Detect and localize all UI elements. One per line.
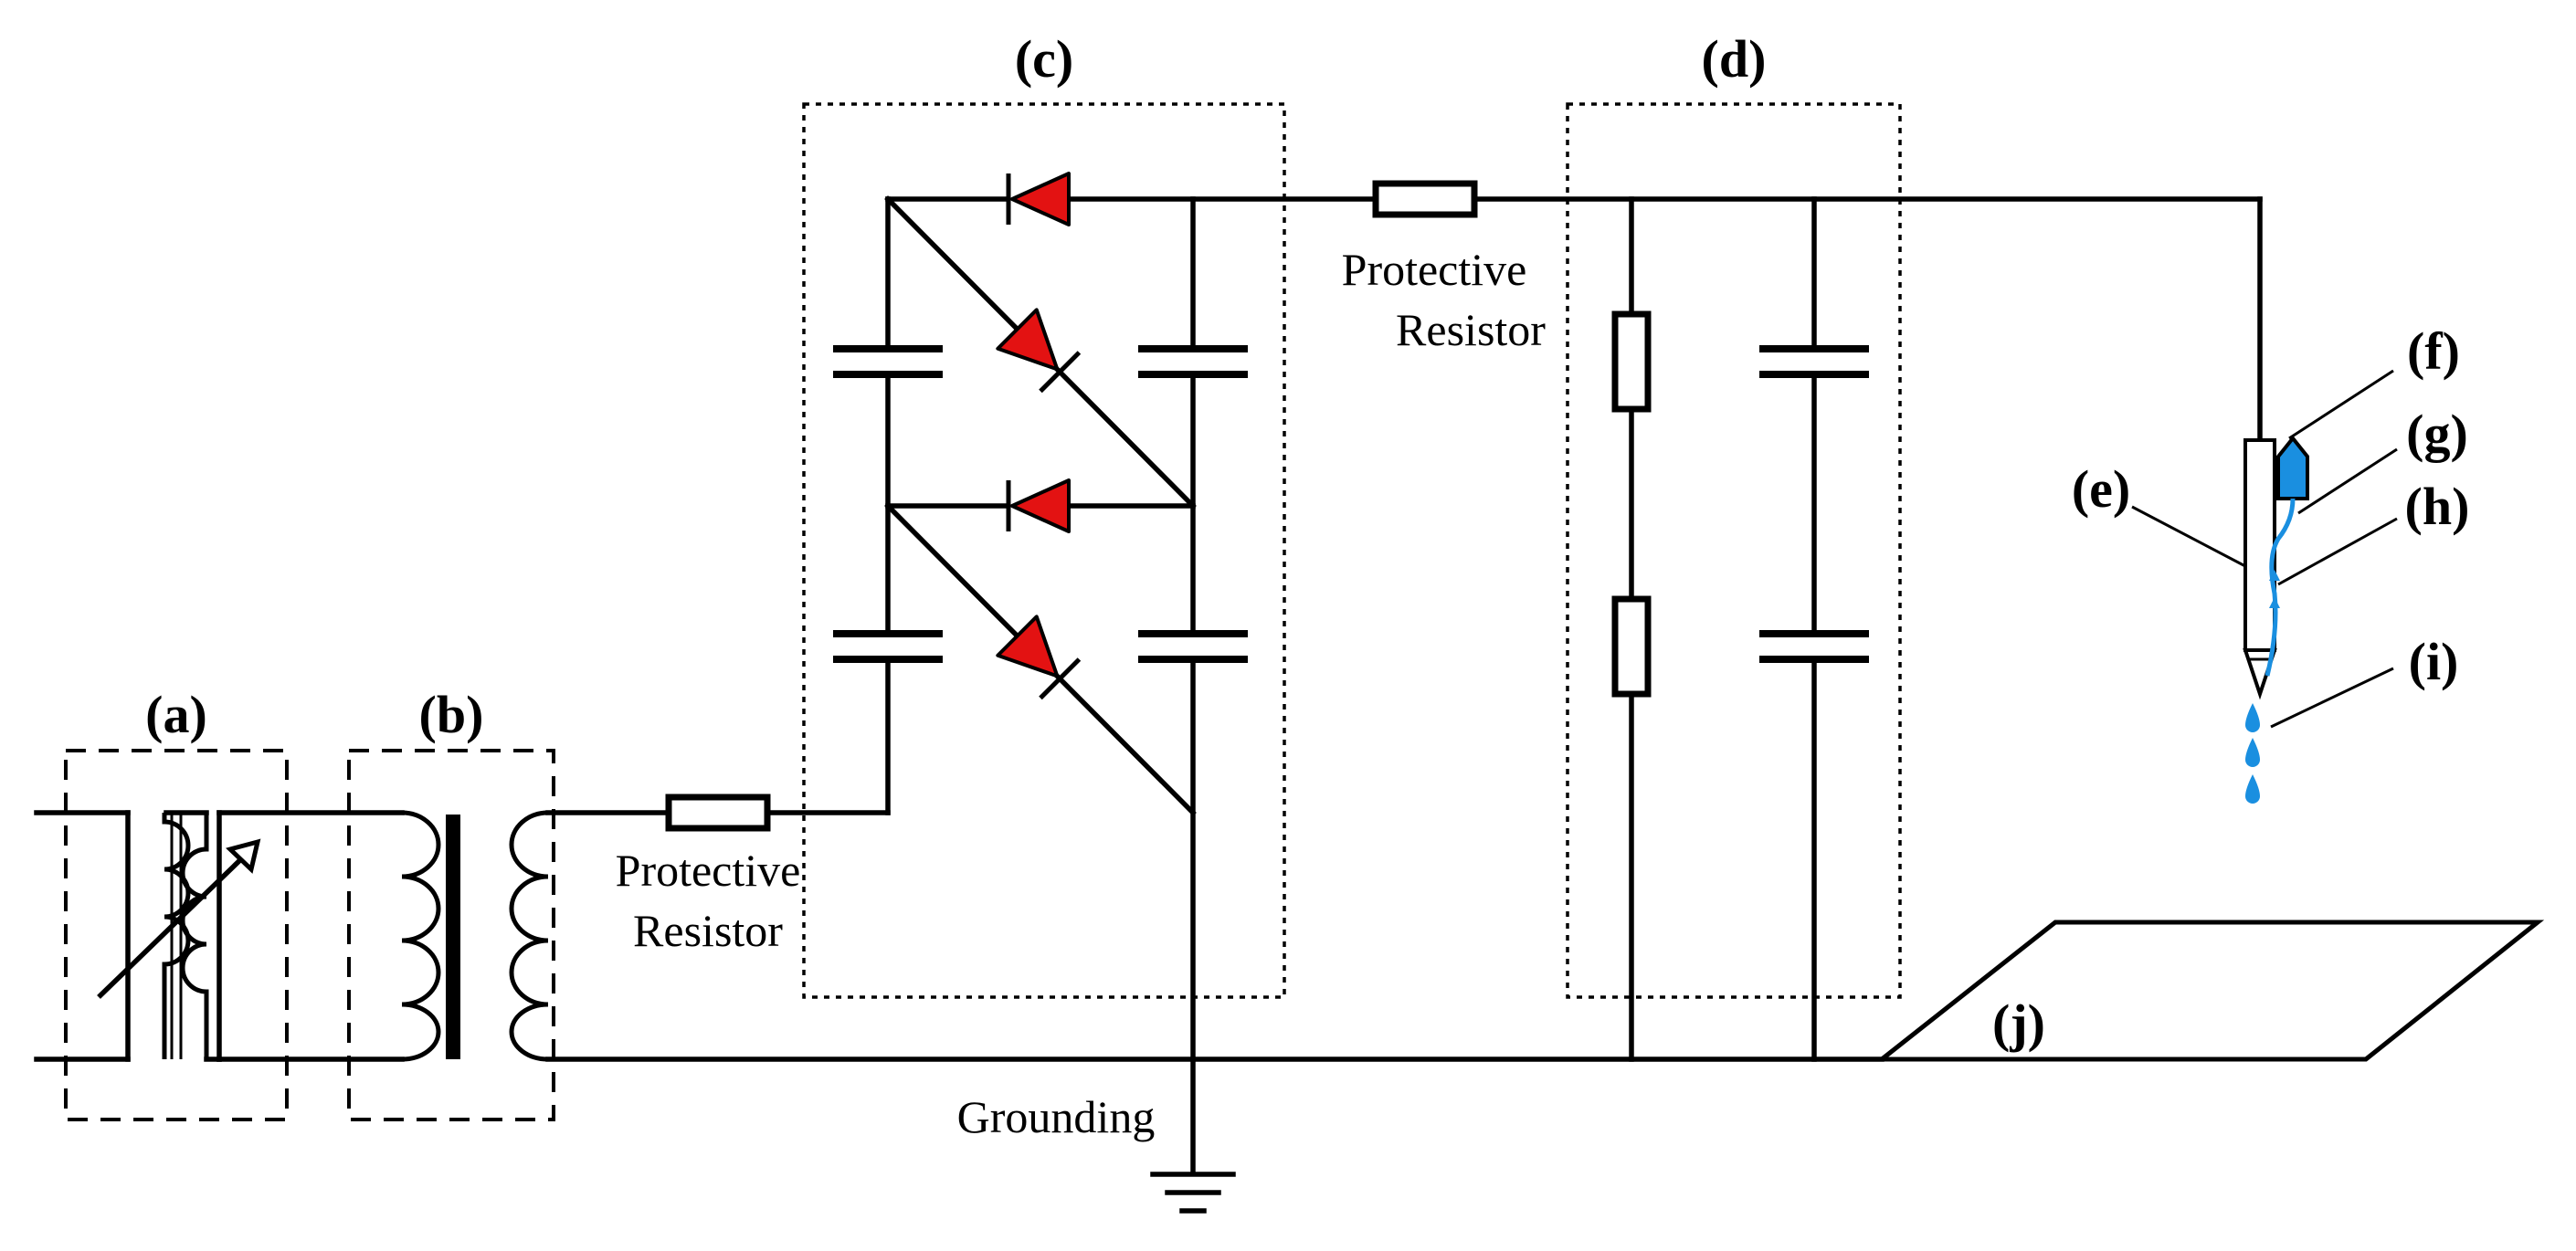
- leader-g: [2297, 447, 2398, 515]
- divider-resistor-2: [1611, 595, 1652, 698]
- protective-resistor-left-label-line1: Protective: [616, 845, 801, 896]
- diode-d3: [1010, 478, 1071, 533]
- diode-d4-bar: [1039, 657, 1082, 700]
- leader-i: [2270, 667, 2394, 729]
- divider-resistor-1: [1611, 310, 1652, 413]
- label-h: (h): [2405, 477, 2470, 536]
- transformer-secondary-coil: [509, 810, 549, 1062]
- label-g: (g): [2406, 404, 2468, 463]
- transformer-primary-coil: [401, 810, 441, 1062]
- label-a: (a): [145, 685, 207, 744]
- protective-resistor-top-label-line2: Resistor: [1396, 304, 1546, 355]
- label-j: (j): [1992, 993, 2045, 1053]
- variable-arrow-shaft: [97, 850, 250, 999]
- diode-d2-group: [996, 308, 1082, 394]
- label-i: (i): [2409, 632, 2459, 691]
- diode-d2: [996, 308, 1060, 372]
- protective-resistor-left: [665, 794, 771, 832]
- protective-resistor-left-label-line2: Resistor: [633, 905, 783, 956]
- transformer-core: [446, 815, 460, 1059]
- block-b-border: [347, 749, 555, 1121]
- label-b: (b): [419, 685, 484, 744]
- electrospray-nozzle: (e) (f) (g) (h) (i): [2072, 196, 2470, 804]
- label-d: (d): [1702, 29, 1767, 89]
- leader-f: [2288, 369, 2394, 440]
- grounding-symbol-group: Grounding: [957, 1057, 1236, 1214]
- variable-arrow-head: [226, 838, 261, 874]
- block-b-transformer: (b): [347, 685, 555, 1121]
- protective-resistor-top-label-line1: Protective: [1342, 244, 1527, 295]
- diode-d4: [996, 615, 1060, 678]
- block-c-voltage-multiplier: (c): [802, 29, 1373, 1062]
- protective-resistor-top: [1372, 180, 1478, 218]
- autotransformer-secondary-coil: [180, 813, 209, 1059]
- autotransformer-primary-coil: [162, 813, 191, 1059]
- label-e: (e): [2072, 459, 2130, 519]
- block-c-border: [802, 102, 1286, 999]
- leader-e: [2131, 505, 2246, 568]
- diode-d1: [1010, 172, 1071, 226]
- liquid-reservoir: [2276, 435, 2309, 500]
- collector-plate: [1874, 920, 2545, 1062]
- droplet-1: [2245, 703, 2260, 732]
- diode-d2-bar: [1039, 351, 1082, 394]
- grounding-label: Grounding: [957, 1091, 1156, 1142]
- label-f: (f): [2407, 321, 2460, 381]
- ground-plate-j: (j): [1874, 920, 2545, 1062]
- block-a-autotransformer: (a): [34, 685, 405, 1121]
- liquid-tube: [2265, 498, 2296, 677]
- droplet-3: [2245, 774, 2260, 804]
- flow-arrow-2: [2269, 597, 2280, 608]
- block-d-border: [1566, 102, 1902, 999]
- flow-arrow-1: [2269, 570, 2280, 581]
- label-c: (c): [1015, 29, 1073, 89]
- nozzle-body: [2243, 438, 2276, 652]
- block-d-voltage-divider: (d): [1566, 29, 1902, 1062]
- diode-d4-group: [996, 615, 1082, 700]
- leader-h: [2277, 517, 2398, 586]
- block-a-border: [64, 749, 289, 1121]
- droplet-2: [2245, 738, 2260, 767]
